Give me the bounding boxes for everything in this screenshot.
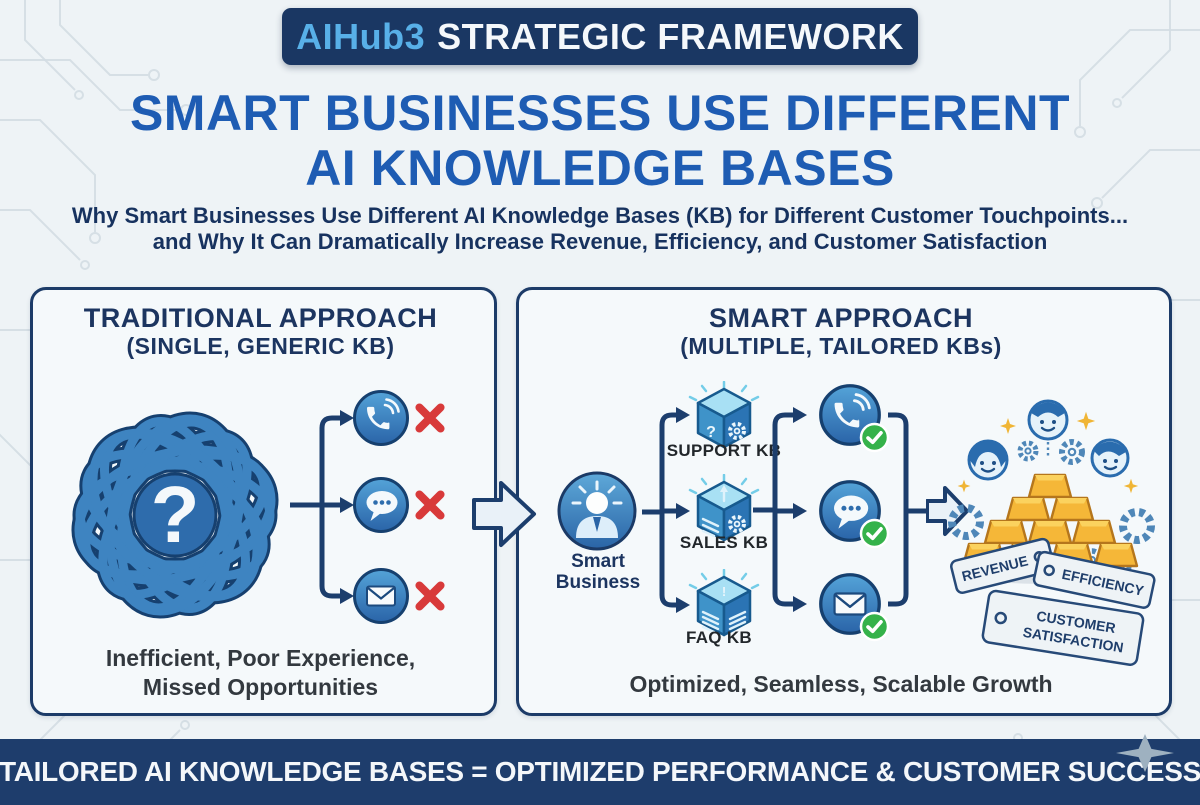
phone-icon [353, 390, 409, 446]
smart-panel-header: SMART APPROACH (MULTIPLE, TAILORED KBs) [516, 303, 1166, 359]
smart-subtitle: (MULTIPLE, TAILORED KBs) [680, 333, 1002, 359]
question-mark-glyph: ? [151, 470, 200, 559]
smart-business-label: Smart Business [536, 551, 660, 593]
kb-label-sales: SALES KB [679, 533, 769, 552]
page-subtitle-line1: Why Smart Businesses Use Different AI Kn… [71, 203, 1129, 228]
actor-label-line2: Business [555, 572, 641, 593]
email-icon [353, 568, 409, 624]
sparkle-icon [957, 411, 1139, 494]
page-subtitle: Why Smart Businesses Use Different AI Kn… [30, 203, 1170, 255]
kb-label-support: SUPPORT KB [666, 441, 782, 460]
chat-icon [353, 477, 409, 533]
smart-caption: Optimized, Seamless, Scalable Growth [629, 671, 1053, 697]
branch-arrows-kb-icon [642, 407, 690, 613]
branch-arrows-left-icon [290, 410, 354, 604]
gold-pile-icon: REVENUE EFFICIENCY CUSTOMER SATISFACTION [948, 399, 1156, 666]
footer-banner: TAILORED AI KNOWLEDGE BASES = OPTIMIZED … [0, 739, 1200, 805]
tag-efficiency: EFFICIENCY [1032, 550, 1156, 609]
chat-channel [818, 479, 890, 549]
traditional-title: TRADITIONAL APPROACH [83, 303, 438, 333]
check-icon [859, 611, 890, 642]
banner-title: STRATEGIC FRAMEWORK [437, 15, 904, 57]
x-mark-icon [415, 403, 445, 433]
page-subtitle-line2: and Why It Can Dramatically Increase Rev… [152, 229, 1048, 254]
traditional-caption-line2: Missed Opportunities [142, 674, 379, 700]
traditional-caption: Inefficient, Poor Experience, Missed Opp… [40, 644, 481, 702]
kb-label-faq: FAQ KB [685, 628, 753, 647]
email-channel [818, 572, 890, 642]
chat-icon [819, 480, 881, 542]
top-banner: AIHub3 STRATEGIC FRAMEWORK [282, 8, 918, 65]
page-title: SMART BUSINESSES USE DIFFERENT AI KNOWLE… [0, 86, 1200, 196]
traditional-subtitle: (SINGLE, GENERIC KB) [126, 333, 395, 359]
tangled-knot-icon: ? [71, 411, 279, 619]
smart-title: SMART APPROACH [708, 303, 973, 333]
x-mark-icon [415, 490, 445, 520]
flow-arrow-main-icon [472, 481, 536, 547]
smart-business-icon [557, 471, 637, 551]
page-title-line1: SMART BUSINESSES USE DIFFERENT [129, 85, 1071, 141]
svg-text:!: ! [722, 584, 726, 599]
traditional-panel-header: TRADITIONAL APPROACH (SINGLE, GENERIC KB… [30, 303, 491, 359]
happy-face-icon [967, 399, 1130, 481]
traditional-caption-line1: Inefficient, Poor Experience, [105, 645, 416, 671]
footer-text: TAILORED AI KNOWLEDGE BASES = OPTIMIZED … [0, 756, 1200, 787]
kb-cube-support-icon: ? [688, 381, 760, 449]
tag-customer-satisfaction: CUSTOMER SATISFACTION [981, 589, 1145, 666]
check-icon [859, 518, 890, 549]
svg-text:?: ? [706, 424, 716, 441]
phone-channel [818, 383, 890, 453]
kb-cube-sales-icon [688, 474, 760, 542]
tag-revenue: REVENUE [950, 537, 1055, 594]
actor-label-line1: Smart [571, 551, 625, 572]
kb-cube-faq-icon: ! [688, 569, 760, 637]
check-icon [859, 422, 890, 453]
x-mark-icon [415, 581, 445, 611]
brand-name: AIHub3 [296, 15, 426, 57]
branch-arrows-channels-icon [753, 407, 807, 612]
page-title-line2: AI KNOWLEDGE BASES [305, 140, 895, 196]
